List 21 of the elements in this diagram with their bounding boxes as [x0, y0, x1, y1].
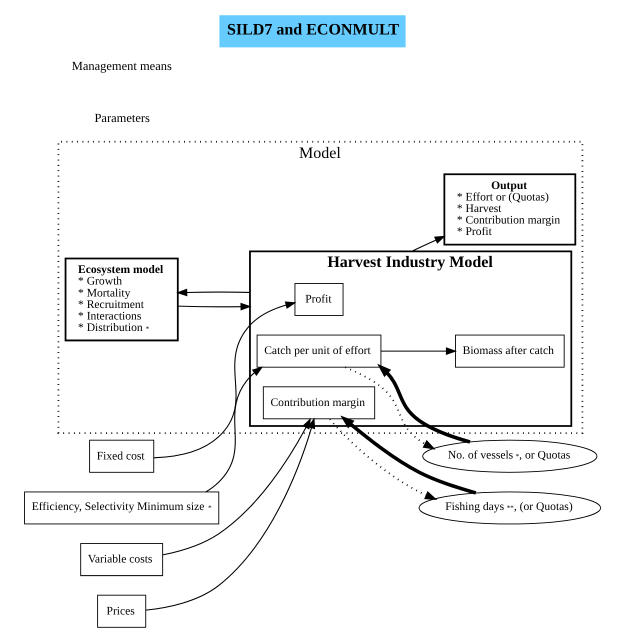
arrow	[376, 364, 470, 444]
arrow	[153, 301, 296, 458]
arrow	[205, 366, 263, 492]
node-box: Biomass after catch	[454, 334, 564, 368]
node-box: Fixed cost	[88, 440, 154, 473]
node-box: Output * Effort or (Quotas) * Harvest * Contribution margin * Profit	[442, 173, 576, 246]
arrow	[328, 418, 437, 500]
arrow	[411, 236, 446, 252]
arrow	[145, 418, 315, 611]
node-box: Contribution margin	[262, 386, 375, 420]
node-box: Catch per unit of effort	[256, 334, 381, 368]
arrow	[162, 418, 310, 556]
node-box: Variable costs	[80, 543, 163, 576]
node-box: Profit	[294, 282, 343, 316]
node-box: Prices	[96, 594, 146, 628]
label: Management means	[71, 59, 172, 74]
arrow	[176, 288, 250, 296]
diagram-title: SILD7 and ECONMULT	[226, 21, 399, 38]
label: Parameters	[94, 110, 150, 125]
arrow	[177, 302, 252, 311]
arrow	[380, 347, 456, 355]
